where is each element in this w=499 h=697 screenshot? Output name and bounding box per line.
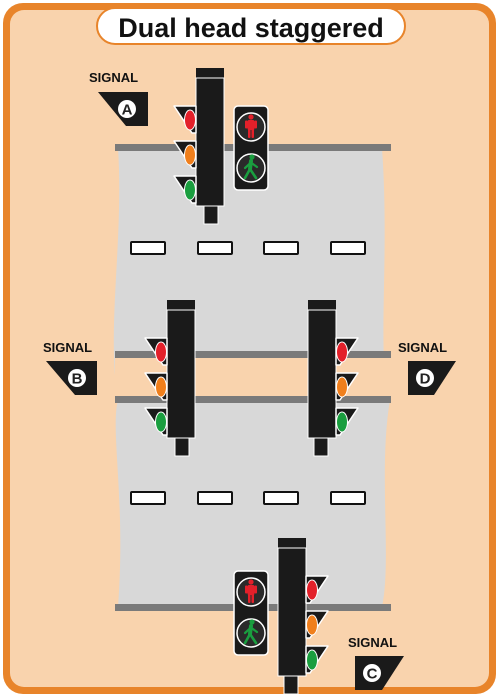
signal-c-letter: C [367,666,378,683]
signal-c-badge [363,664,381,682]
signal-d-label: SIGNAL D [398,340,456,395]
signal-d-label-text: SIGNAL [398,340,447,355]
stop-line-middle-lower [115,396,391,403]
lane-dash [130,241,166,255]
signal-b-badge [68,369,86,387]
signal-b-label-text: SIGNAL [43,340,92,355]
signal-c-label-text: SIGNAL [348,635,397,650]
lane-markings-lower [130,491,366,505]
signal-a-label: SIGNAL A [89,70,148,126]
signal-d-badge [416,369,434,387]
signal-a-badge [118,100,136,118]
signal-d-letter: D [420,371,431,388]
lane-markings-upper [130,241,366,255]
stop-line-middle-upper [115,351,391,358]
lane-dash [263,491,299,505]
title-pill [96,7,406,45]
lane-dash [330,241,366,255]
pedestrian-signal-a [232,104,270,192]
lane-dash [263,241,299,255]
signal-a-letter: A [122,102,133,119]
signal-a-label-text: SIGNAL [89,70,138,85]
diagram-title: Dual head staggered [118,13,384,43]
lane-dash [330,491,366,505]
lane-dash [197,241,233,255]
pedestrian-signal-c [232,569,270,657]
signal-c-label: SIGNAL C [348,635,404,690]
signal-b-label: SIGNAL B [43,340,97,395]
lane-dash [197,491,233,505]
lane-dash [130,491,166,505]
signal-b-letter: B [72,371,83,388]
